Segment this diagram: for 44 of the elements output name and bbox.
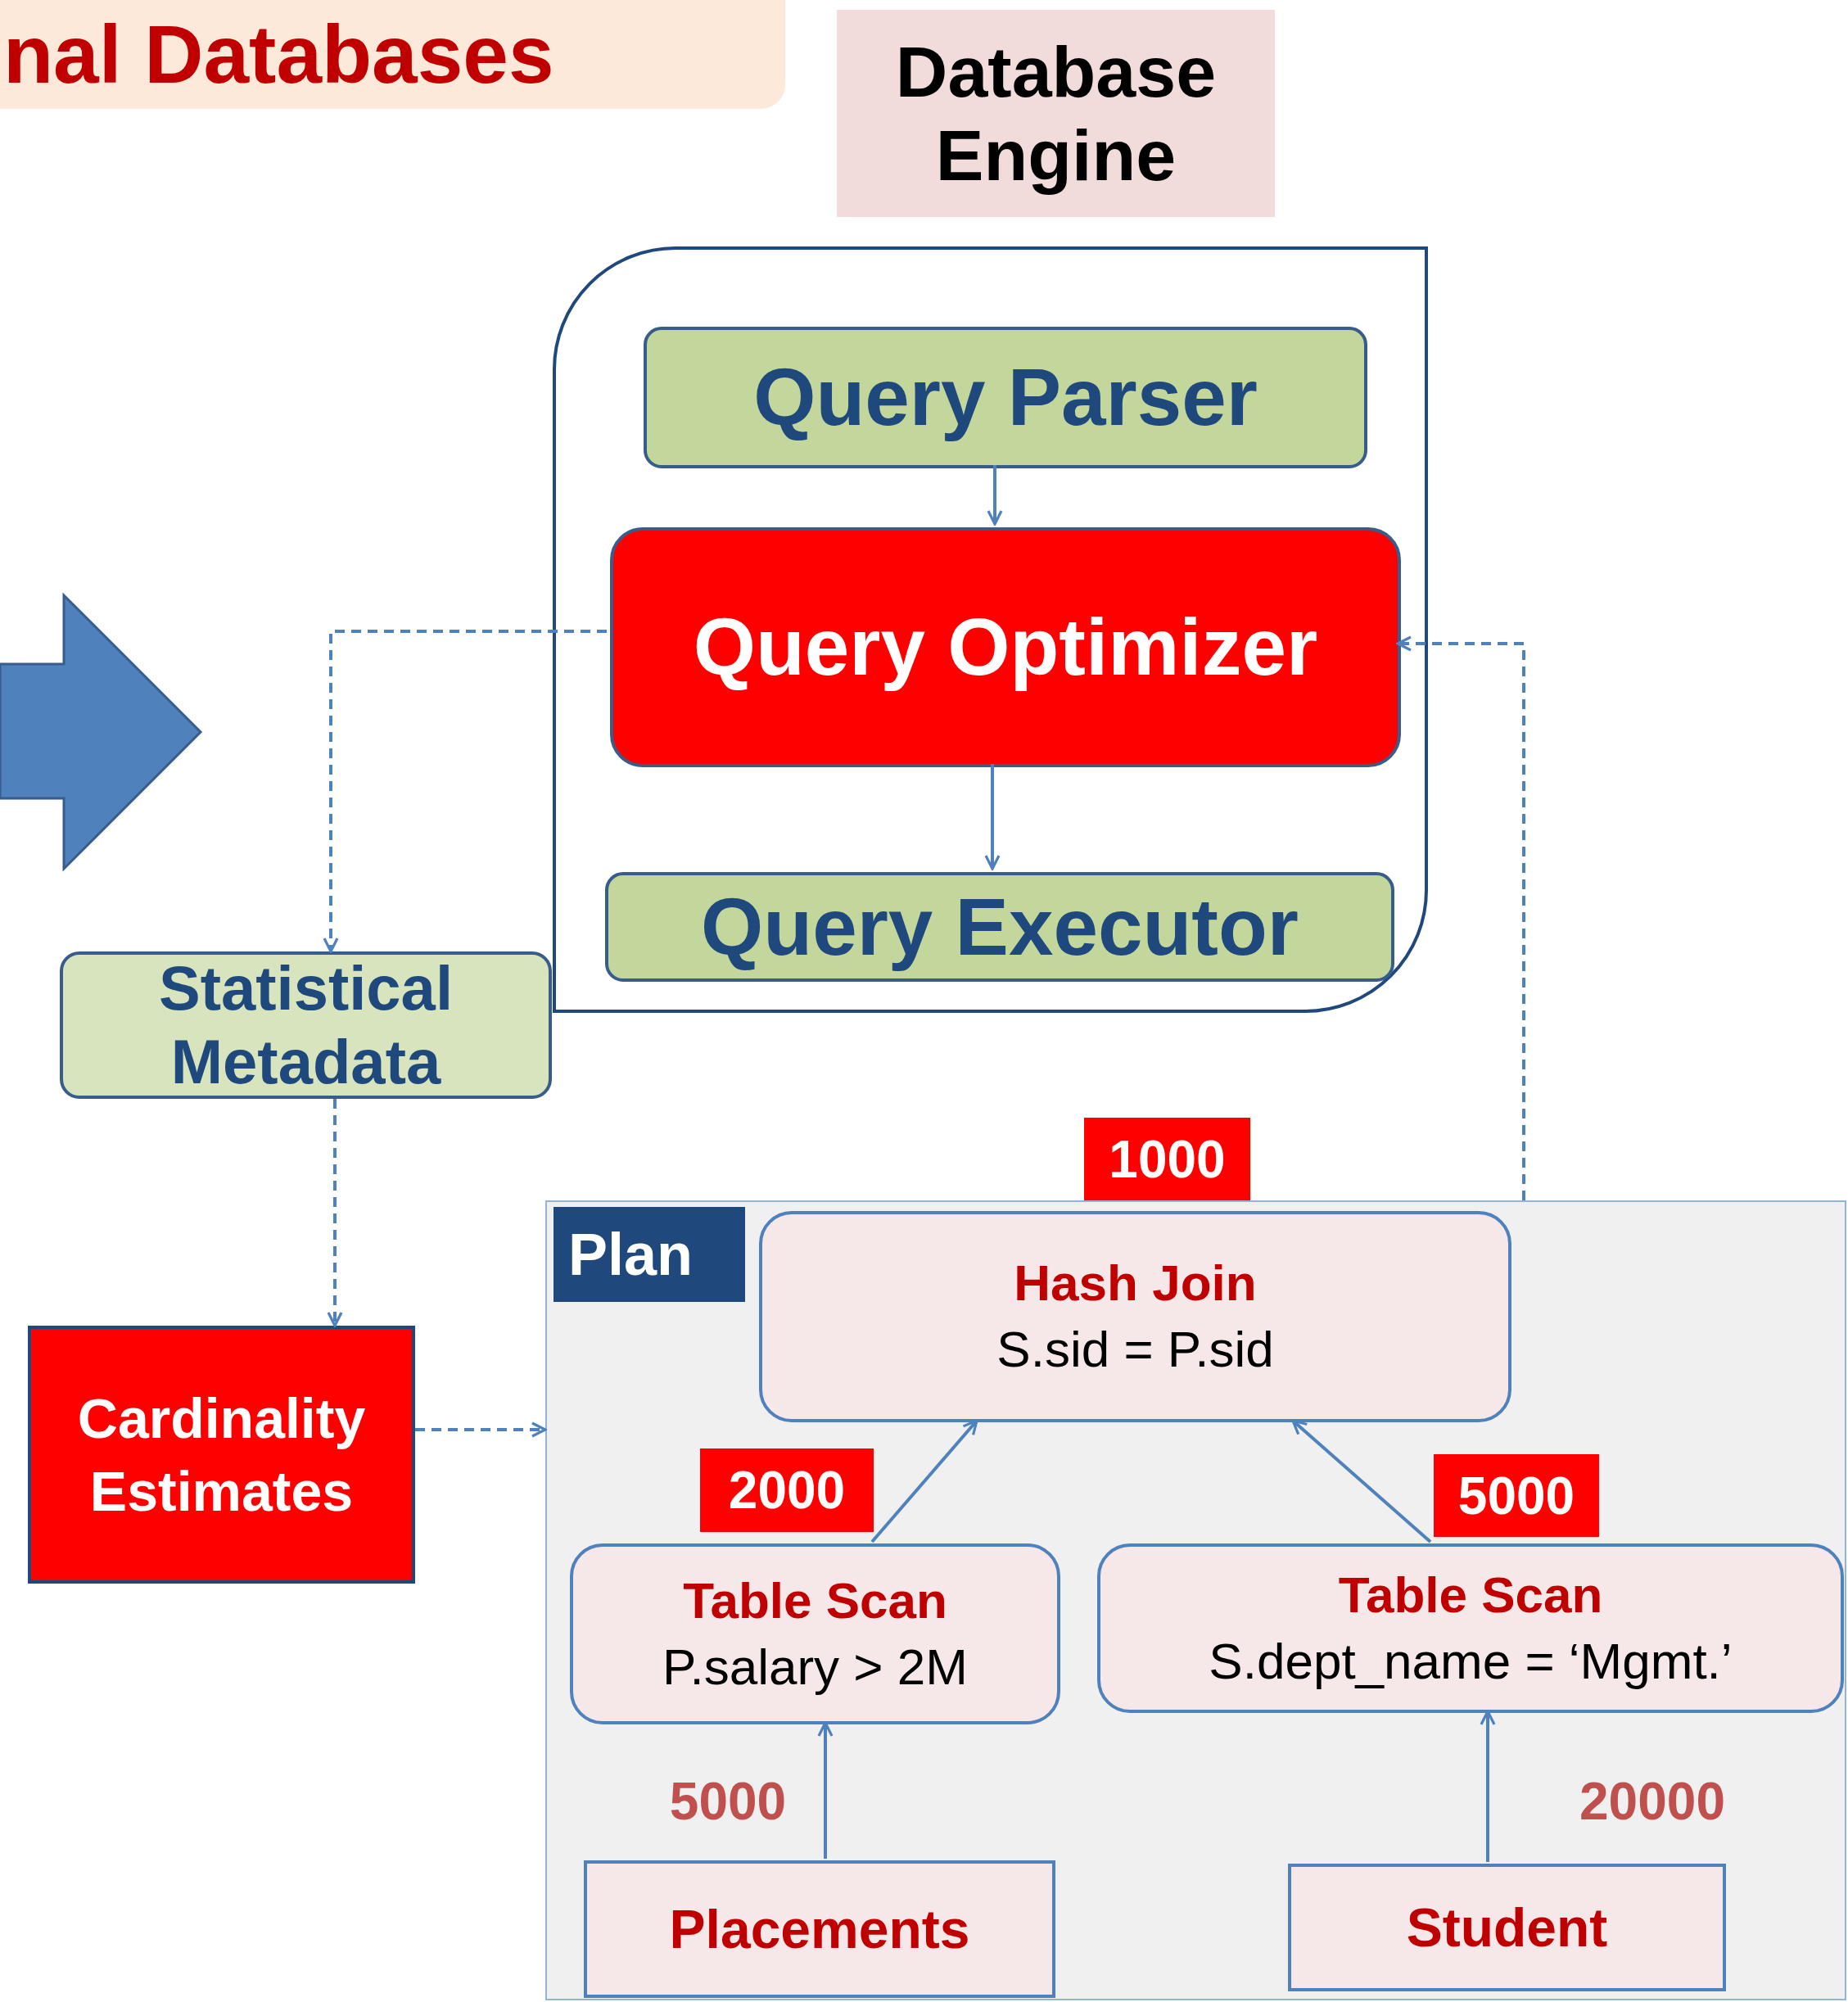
table-name: Placements [669, 1898, 970, 1960]
box-label: Query Parser [753, 351, 1258, 444]
operator-name: Table Scan [1338, 1565, 1603, 1625]
panel-heading: Plan [553, 1207, 745, 1302]
dashed-arrow [323, 630, 607, 953]
dashed-arrow [327, 1099, 343, 1327]
operator-box [570, 1543, 1060, 1724]
badge-value: 1000 [1109, 1128, 1226, 1190]
operator-condition: S.dept_name = ‘Mgmt.’ [1209, 1631, 1733, 1691]
count-badge [1434, 1454, 1599, 1537]
process-box [644, 327, 1367, 468]
operator-condition: S.sid = P.sid [996, 1320, 1274, 1379]
heading-text: Database Engine [894, 30, 1218, 197]
operator-box [759, 1211, 1511, 1422]
process-box [60, 951, 552, 1099]
box-label: Query Optimizer [693, 601, 1318, 694]
box-label: Query Executor [701, 880, 1299, 974]
plan-panel [545, 1200, 1846, 2000]
dashed-arrow [415, 1421, 547, 1438]
title-text: nal Databases [3, 7, 554, 102]
operator-name: Hash Join [1014, 1254, 1257, 1313]
operator-name: Table Scan [683, 1570, 947, 1630]
arrow [987, 465, 1003, 526]
heading-box [837, 10, 1275, 217]
table-box [584, 1860, 1055, 1998]
operator-box [1097, 1543, 1844, 1713]
row-count: 20000 [1579, 1771, 1725, 1832]
process-box [610, 527, 1401, 767]
operator-condition: P.salary > 2M [662, 1637, 968, 1697]
dashed-arrow [1396, 635, 1525, 1200]
table-box [1288, 1864, 1726, 1991]
badge-value: 5000 [1457, 1465, 1575, 1526]
count-badge [1084, 1118, 1250, 1200]
process-box [605, 872, 1394, 982]
process-box [28, 1326, 415, 1584]
engine-container [553, 246, 1428, 1013]
title-banner [0, 0, 785, 109]
badge-value: 2000 [728, 1460, 846, 1521]
arrow [984, 764, 1001, 870]
box-label: Cardinality Estimates [76, 1386, 367, 1524]
table-name: Student [1406, 1896, 1608, 1959]
row-count: 5000 [669, 1771, 787, 1832]
box-label: Statistical Metadata [157, 952, 454, 1098]
count-badge [700, 1448, 874, 1532]
